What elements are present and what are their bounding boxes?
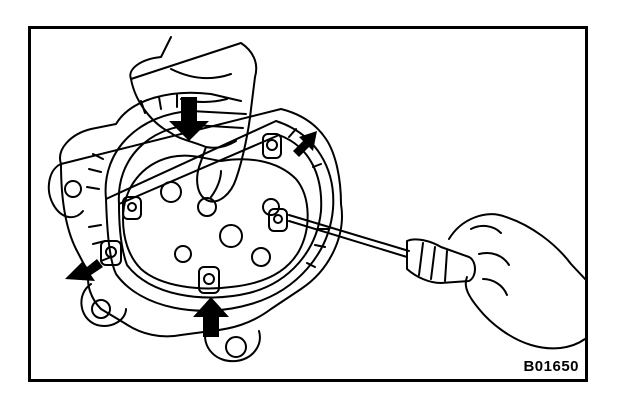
finger-lines [170,68,237,198]
terminal-lug-top-right [262,133,282,159]
rectifier-hole-2 [197,197,217,217]
rectifier-hole-6 [251,247,271,267]
stator-ring-inner [117,124,323,299]
rectifier-hole-4 [262,198,280,216]
housing-fins [86,94,330,268]
terminal-lug-right [268,208,288,232]
arrow-up-bottom [193,297,229,337]
rectifier-holder [122,154,309,290]
terminal-lug-top-left [122,196,142,220]
hand-right-fingers [470,224,510,296]
screwdriver-handle [406,238,476,284]
figure-code: B01650 [523,358,579,375]
rectifier-hole-3 [219,224,243,248]
housing-mount-bottom-right [204,328,261,363]
hand-top [129,36,258,203]
terminal-lug-left [100,240,122,266]
terminal-lug-bottom [198,266,220,294]
screwdriver-shaft [288,214,410,258]
rectifier-hole-5 [174,245,192,263]
arrow-left-lower [65,259,103,281]
arrow-down-top [169,97,209,141]
mount-hole-left [64,180,82,198]
mount-hole-bottom-left [91,299,111,319]
illustration-frame: B01650 [28,26,588,382]
arrow-right-top [293,131,317,157]
alternator-illustration [47,36,585,363]
hand-right [448,213,585,350]
screwdriver-grip-lines [418,242,448,282]
mount-hole-bottom-right [225,336,247,358]
housing-mount-left [47,163,84,219]
housing-mount-bottom-left [80,283,127,327]
rectifier-hole-1 [160,181,182,203]
